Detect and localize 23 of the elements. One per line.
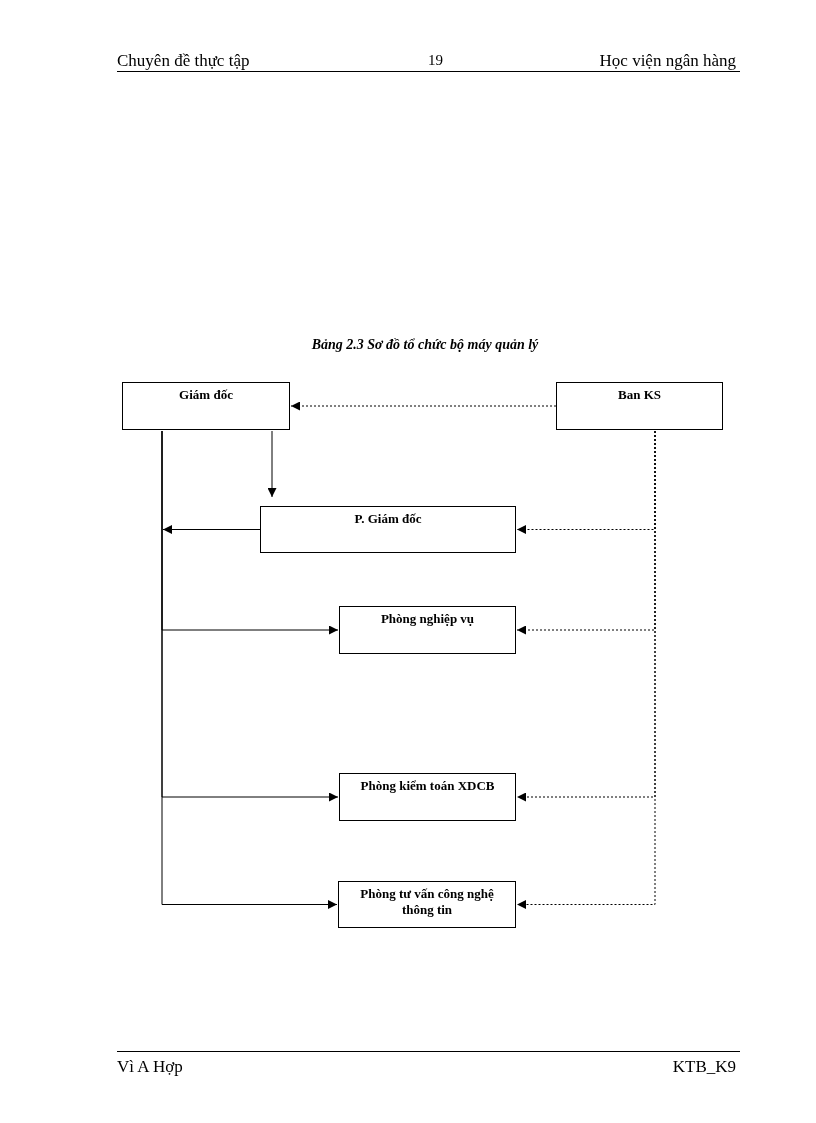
- org-box: [338, 881, 516, 928]
- page-number: 19: [428, 51, 443, 70]
- box-label: Phòng tư vấn công nghệ thông tin: [359, 886, 495, 918]
- header-text: Chuyên đề thực tập: [117, 50, 250, 72]
- org-box: [556, 382, 723, 430]
- box-label: P. Giám đốc: [354, 511, 422, 527]
- box-label: Giám đốc: [179, 387, 233, 403]
- org-box: [339, 773, 516, 821]
- arrow: [162, 525, 261, 534]
- org-box: [122, 382, 290, 430]
- org-box: [260, 506, 516, 553]
- header-text: Học viện ngân hàng: [599, 50, 736, 72]
- footer-text: KTB_K9: [672, 1056, 736, 1078]
- diagram-title: Bảng 2.3 Sơ đồ tổ chức bộ máy quản lý: [310, 336, 540, 354]
- footer-text: Vì A Hợp: [117, 1056, 183, 1078]
- arrow: [161, 430, 338, 909]
- org-box: [339, 606, 516, 654]
- arrow: [290, 401, 557, 411]
- arrow: [267, 430, 277, 498]
- box-label: Ban KS: [618, 387, 661, 403]
- box-label: Phòng kiểm toán XDCB: [360, 778, 495, 794]
- arrow: [516, 430, 656, 909]
- box-label: Phòng nghiệp vụ: [380, 611, 475, 627]
